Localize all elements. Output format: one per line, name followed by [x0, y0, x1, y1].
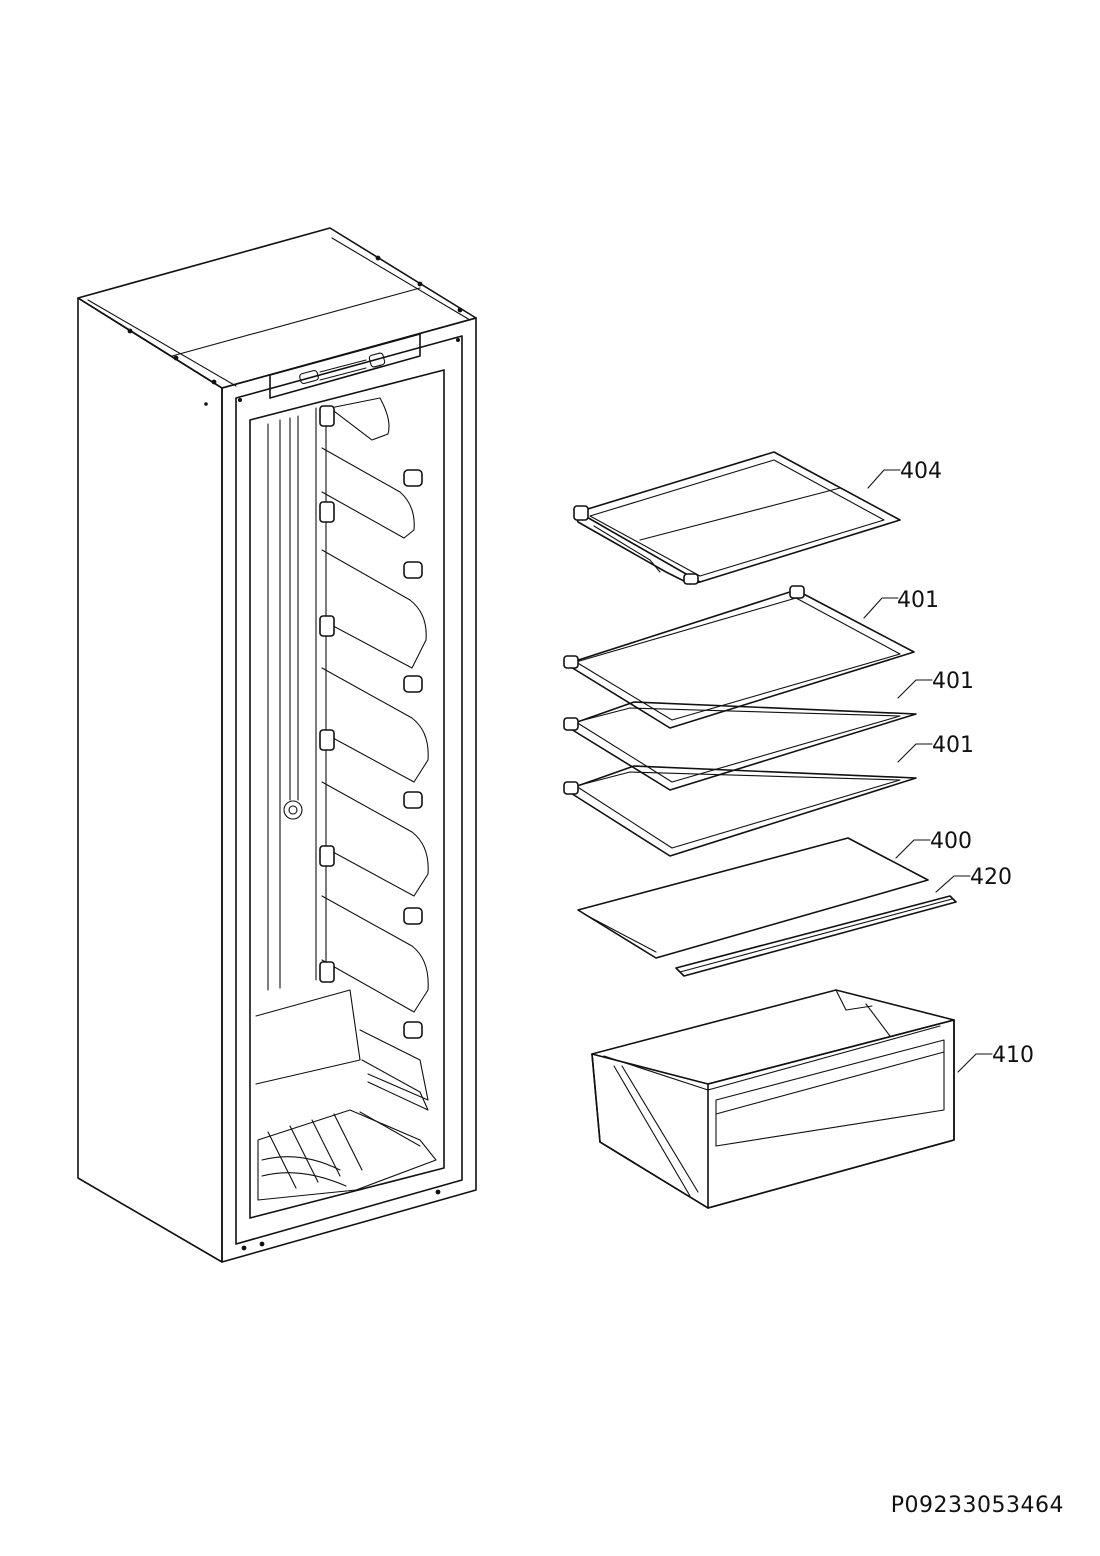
- shelf-401-top: [563, 585, 915, 729]
- shelf-rails: [319, 397, 429, 1039]
- callout-410: 410: [992, 1043, 1034, 1068]
- callout-401-middle: 401: [932, 669, 974, 694]
- bottom-grill: [257, 1109, 437, 1201]
- shelf-401-lower: [563, 765, 917, 857]
- glass-cover-400: [577, 837, 929, 959]
- callout-420: 420: [970, 865, 1012, 890]
- shelf-401-middle: [563, 701, 917, 791]
- callout-400: 400: [930, 829, 972, 854]
- callout-404: 404: [900, 459, 942, 484]
- document-code: P09233053464: [890, 1493, 1064, 1518]
- shelf-404: [573, 451, 901, 585]
- callout-401-lower: 401: [932, 733, 974, 758]
- callout-leaders: [863, 469, 993, 1073]
- callout-401-top: 401: [897, 588, 939, 613]
- crisper-drawer-410: [591, 989, 955, 1209]
- fridge-cabinet: [77, 227, 477, 1263]
- trim-strip-420: [675, 895, 957, 977]
